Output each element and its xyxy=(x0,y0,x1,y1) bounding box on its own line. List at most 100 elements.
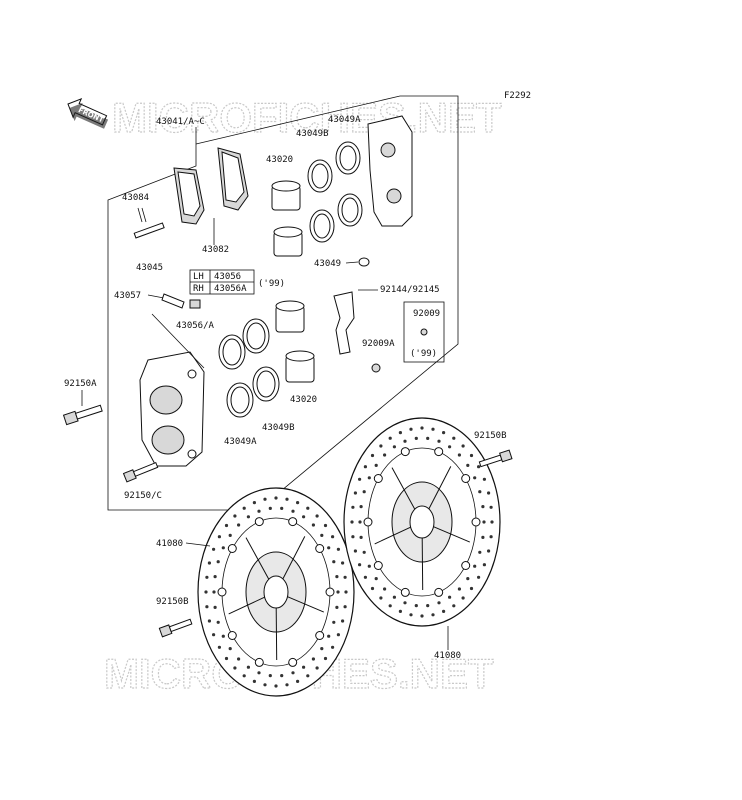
floating-button xyxy=(461,474,471,483)
disc-hole xyxy=(363,465,367,469)
disc-hole xyxy=(237,523,241,527)
disc-hole xyxy=(448,445,452,449)
disc-hole xyxy=(315,666,319,670)
pin-43045 xyxy=(133,222,165,239)
disc-hole xyxy=(205,575,209,579)
disc-hole xyxy=(466,577,470,581)
disc-hole xyxy=(336,633,340,637)
label-92009: 92009 xyxy=(413,309,440,319)
disc-hole xyxy=(212,590,216,594)
disc-hole xyxy=(233,666,237,670)
disc-hole xyxy=(457,453,461,457)
disc-hole xyxy=(489,535,493,539)
disc-hole xyxy=(212,547,216,551)
floating-button xyxy=(315,544,325,553)
floating-button xyxy=(227,631,237,640)
disc-hole xyxy=(431,613,435,617)
side-rh: RH xyxy=(193,284,204,294)
seal-rings-bottom xyxy=(218,318,280,418)
carrier-spoke xyxy=(228,596,265,615)
piston-top-1 xyxy=(271,180,301,211)
disc-hole xyxy=(461,596,465,600)
disc-hole xyxy=(268,674,272,678)
disc-hole xyxy=(353,491,357,495)
disc-hole xyxy=(320,647,324,651)
carrier-spoke xyxy=(433,526,470,543)
floating-button xyxy=(471,517,481,527)
disc-hole xyxy=(481,535,485,540)
disc-hole xyxy=(379,596,383,600)
disc-hole xyxy=(392,595,396,599)
box-92009 xyxy=(403,301,445,363)
disc-hole xyxy=(383,453,387,457)
disc-hole xyxy=(420,426,424,430)
disc-hole xyxy=(246,515,250,519)
disc-hole xyxy=(461,444,465,448)
disc-hole xyxy=(216,560,220,564)
disc-hole xyxy=(285,683,289,687)
disc-hole xyxy=(398,431,402,435)
disc-hole xyxy=(437,601,441,605)
disc-hole xyxy=(335,575,339,579)
disc-hole xyxy=(358,477,362,481)
label-41080-right: 41080 xyxy=(434,651,461,661)
oring-43049 xyxy=(358,257,370,267)
seal-rings-top xyxy=(307,141,363,243)
caliper-inner-half xyxy=(139,351,205,467)
disc-hole xyxy=(341,561,345,565)
floating-button xyxy=(288,517,298,527)
disc-hole xyxy=(323,523,328,528)
bolt-92150b-right xyxy=(478,449,513,468)
carrier-spoke xyxy=(245,537,270,580)
caliper-box-right xyxy=(195,95,459,511)
disc-hole xyxy=(315,514,319,518)
floating-button xyxy=(373,474,383,483)
label-92009-year: ('99) xyxy=(410,349,437,359)
brake-disc-left xyxy=(197,487,355,697)
disc-hole xyxy=(217,535,221,539)
disc-hole xyxy=(353,549,357,553)
disc-hole xyxy=(252,679,256,684)
carrier-spoke xyxy=(275,607,278,661)
figure-code: F2292 xyxy=(504,91,531,101)
floating-button xyxy=(363,517,373,527)
label-92144: 92144/92145 xyxy=(380,285,440,295)
disc-hole xyxy=(224,523,229,528)
brake-disc-right xyxy=(343,417,501,627)
floating-button xyxy=(434,447,444,457)
disc-hole xyxy=(358,520,362,524)
disc-hole xyxy=(221,634,225,638)
disc-hole xyxy=(363,575,367,579)
disc-hole xyxy=(207,561,211,565)
disc-hole xyxy=(320,533,324,538)
label-43056a: 43056/A xyxy=(176,321,215,331)
disc-hole xyxy=(327,634,331,638)
disc-hole xyxy=(280,506,284,510)
disc-hole xyxy=(331,535,335,539)
disc-hole xyxy=(403,439,407,443)
disc-hole xyxy=(362,490,366,494)
disc-hole xyxy=(341,619,345,623)
disc-hole xyxy=(489,505,493,509)
disc-hole xyxy=(257,509,261,513)
carrier-spoke xyxy=(287,596,324,613)
carrier-spoke xyxy=(374,526,411,545)
carrier-spoke xyxy=(421,537,424,591)
label-43049a-top: 43049A xyxy=(328,115,361,125)
piston-top-2 xyxy=(273,226,303,257)
floating-button xyxy=(325,587,335,597)
disc-hole xyxy=(336,547,340,551)
disc-hole xyxy=(379,444,383,448)
disc-hole xyxy=(323,656,328,661)
disc-hole xyxy=(296,501,300,505)
disc-hole xyxy=(285,497,289,501)
disc-hole xyxy=(221,546,225,550)
disc-hole xyxy=(482,520,486,524)
part-lh: 43056 xyxy=(214,272,241,282)
valve-43056 xyxy=(189,299,201,309)
disc-hole xyxy=(343,605,347,609)
front-arrow-icon: FRONT xyxy=(67,98,109,129)
carrier-spoke xyxy=(282,536,306,580)
label-92009a: 92009A xyxy=(362,339,395,349)
clip-43084 xyxy=(137,207,147,223)
